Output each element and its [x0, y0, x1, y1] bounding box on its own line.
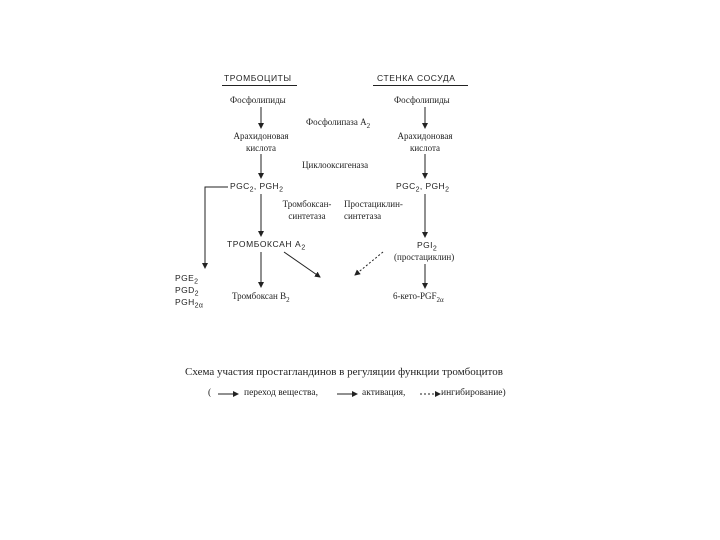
arrow-thromboxane-a2-activation	[283, 251, 321, 278]
arachidonic-acid-vessel: Арахидоновая кислота	[397, 131, 453, 153]
phospholipids-platelets: Фосфолипиды	[230, 95, 286, 105]
pgd2: PGD2	[175, 285, 199, 298]
arrow-pg-to-pge2	[202, 186, 228, 269]
legend-transfer-label: переход вещества,	[244, 388, 318, 398]
legend-inhibition-label: ингибирование)	[441, 388, 506, 398]
thromboxane-b2: Тромбоксан B2	[232, 291, 290, 304]
pgh2a: PGH2α	[175, 297, 204, 310]
prostacyclin-synthetase: Простациклин- синтетаза	[344, 199, 403, 221]
phospholipids-vessel: Фосфолипиды	[394, 95, 450, 105]
prostacyclin-label: (простациклин)	[394, 252, 455, 262]
arrow-pgi2-inhibition	[354, 251, 384, 276]
header-platelets-underline	[222, 85, 297, 86]
arachidonic-acid-platelets: Арахидоновая кислота	[233, 131, 289, 153]
cyclooxygenase: Циклооксигеназа	[302, 160, 369, 170]
phospholipase-a2: Фосфолипаза A2	[306, 117, 371, 130]
pgi2: PGI2	[417, 240, 438, 253]
pgg2-pgh2-platelets: PGC2, PGH2	[230, 181, 284, 194]
header-vessel-wall: СТЕНКА СОСУДА	[377, 73, 456, 83]
thromboxane-a2: ТРОМБОКСАН A2	[227, 239, 306, 252]
pge2: PGE2	[175, 273, 199, 286]
6-keto-pgf: 6-кето-PGF2α	[393, 291, 444, 304]
thromboxane-synthetase: Тромбоксан- синтетаза	[282, 199, 332, 221]
legend-activation-label: активация,	[362, 388, 406, 398]
pgg2-pgh2-vessel: PGC2, PGH2	[396, 181, 450, 194]
header-platelets: ТРОМБОЦИТЫ	[224, 73, 292, 83]
figure-caption: Схема участия простагландинов в регуляци…	[185, 366, 503, 378]
header-vessel-wall-underline	[373, 85, 468, 86]
legend-open-paren: (	[208, 388, 212, 398]
